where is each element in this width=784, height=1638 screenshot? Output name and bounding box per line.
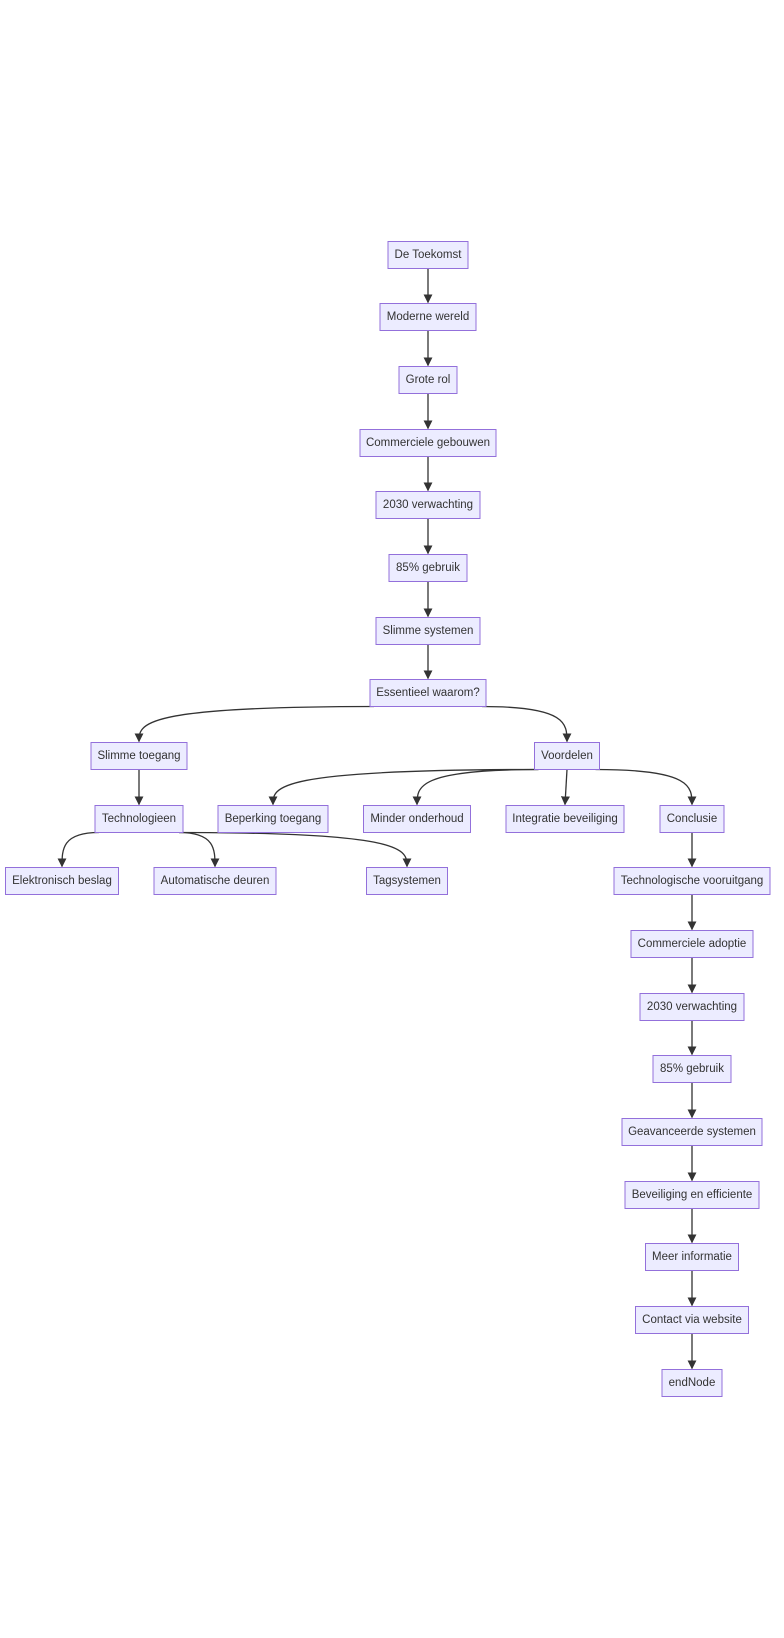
node-label: Slimme toegang bbox=[97, 750, 180, 762]
node-box bbox=[388, 554, 468, 582]
node-label: Technologische vooruitgang bbox=[621, 875, 764, 887]
node-label: Beveiliging en efficiente bbox=[632, 1189, 753, 1201]
node-label: Minder onderhoud bbox=[370, 813, 463, 825]
node-n5: 2030 verwachting bbox=[375, 491, 481, 519]
node-box bbox=[652, 1055, 732, 1083]
node-box bbox=[359, 429, 497, 457]
node-box bbox=[375, 491, 481, 519]
node-box bbox=[534, 742, 600, 770]
node-label: 85% gebruik bbox=[660, 1063, 724, 1075]
edge-n8-n10 bbox=[481, 705, 572, 743]
edge-n10-n14 bbox=[560, 769, 570, 806]
node-n1: De Toekomst bbox=[387, 241, 469, 269]
node-box bbox=[659, 805, 725, 833]
node-box bbox=[661, 1369, 723, 1397]
node-n13: Minder onderhoud bbox=[363, 805, 471, 833]
edge-n10-n15 bbox=[595, 768, 697, 806]
node-box bbox=[639, 993, 745, 1021]
node-label: Automatische deuren bbox=[161, 875, 270, 887]
node-box bbox=[621, 1118, 763, 1146]
node-box bbox=[5, 867, 119, 895]
node-n22: 85% gebruik bbox=[652, 1055, 732, 1083]
node-n8: Essentieel waarom? bbox=[369, 679, 487, 707]
node-box bbox=[624, 1181, 760, 1209]
node-box bbox=[379, 303, 477, 331]
node-n16: Elektronisch beslag bbox=[5, 867, 119, 895]
node-n26: Contact via website bbox=[635, 1306, 749, 1334]
node-n2: Moderne wereld bbox=[379, 303, 477, 331]
node-box bbox=[398, 366, 458, 394]
node-n25: Meer informatie bbox=[645, 1243, 739, 1271]
node-box bbox=[366, 867, 448, 895]
node-label: Elektronisch beslag bbox=[12, 875, 112, 887]
node-n24: Beveiliging en efficiente bbox=[624, 1181, 760, 1209]
node-box bbox=[505, 805, 625, 833]
node-n19: Technologische vooruitgang bbox=[613, 867, 771, 895]
node-n7: Slimme systemen bbox=[375, 617, 481, 645]
node-label: Meer informatie bbox=[652, 1251, 732, 1263]
node-box bbox=[387, 241, 469, 269]
node-box bbox=[363, 805, 471, 833]
node-label: 2030 verwachting bbox=[647, 1001, 737, 1013]
node-label: Integratie beveiliging bbox=[512, 813, 618, 825]
node-n3: Grote rol bbox=[398, 366, 458, 394]
node-box bbox=[94, 805, 184, 833]
node-n12: Beperking toegang bbox=[217, 805, 329, 833]
node-n11: Technologieen bbox=[94, 805, 184, 833]
edge-n10-n13 bbox=[412, 768, 539, 806]
edge-n11-n16 bbox=[57, 831, 100, 868]
node-label: 85% gebruik bbox=[396, 562, 460, 574]
edge-n8-n9 bbox=[134, 705, 375, 743]
node-label: Geavanceerde systemen bbox=[628, 1126, 756, 1138]
edge-n10-n12 bbox=[268, 768, 539, 806]
node-n21: 2030 verwachting bbox=[639, 993, 745, 1021]
edge-n11-n18 bbox=[178, 831, 412, 868]
node-box bbox=[630, 930, 754, 958]
node-label: 2030 verwachting bbox=[383, 499, 473, 511]
node-box bbox=[645, 1243, 739, 1271]
node-n20: Commerciele adoptie bbox=[630, 930, 754, 958]
node-box bbox=[153, 867, 277, 895]
node-box bbox=[635, 1306, 749, 1334]
node-n4: Commerciele gebouwen bbox=[359, 429, 497, 457]
node-label: Technologieen bbox=[102, 813, 176, 825]
node-box bbox=[369, 679, 487, 707]
node-box bbox=[217, 805, 329, 833]
node-label: Moderne wereld bbox=[387, 311, 469, 323]
node-n10: Voordelen bbox=[534, 742, 600, 770]
node-label: Essentieel waarom? bbox=[376, 687, 480, 699]
node-n23: Geavanceerde systemen bbox=[621, 1118, 763, 1146]
node-label: Commerciele adoptie bbox=[638, 938, 747, 950]
node-label: Slimme systemen bbox=[383, 625, 474, 637]
edge-n11-n17 bbox=[178, 831, 220, 868]
node-n14: Integratie beveiliging bbox=[505, 805, 625, 833]
node-label: Tagsystemen bbox=[373, 875, 441, 887]
node-label: De Toekomst bbox=[395, 249, 463, 261]
node-n17: Automatische deuren bbox=[153, 867, 277, 895]
node-box bbox=[613, 867, 771, 895]
node-n6: 85% gebruik bbox=[388, 554, 468, 582]
node-label: Beperking toegang bbox=[225, 813, 322, 825]
node-label: Commerciele gebouwen bbox=[366, 437, 490, 449]
node-n9: Slimme toegang bbox=[90, 742, 188, 770]
node-box bbox=[375, 617, 481, 645]
node-label: Contact via website bbox=[642, 1314, 742, 1326]
node-label: Conclusie bbox=[667, 813, 718, 825]
node-n15: Conclusie bbox=[659, 805, 725, 833]
node-label: Grote rol bbox=[406, 374, 451, 386]
node-label: Voordelen bbox=[541, 750, 593, 762]
node-n18: Tagsystemen bbox=[366, 867, 448, 895]
node-n27: endNode bbox=[661, 1369, 723, 1397]
node-box bbox=[90, 742, 188, 770]
node-label: endNode bbox=[669, 1377, 716, 1389]
